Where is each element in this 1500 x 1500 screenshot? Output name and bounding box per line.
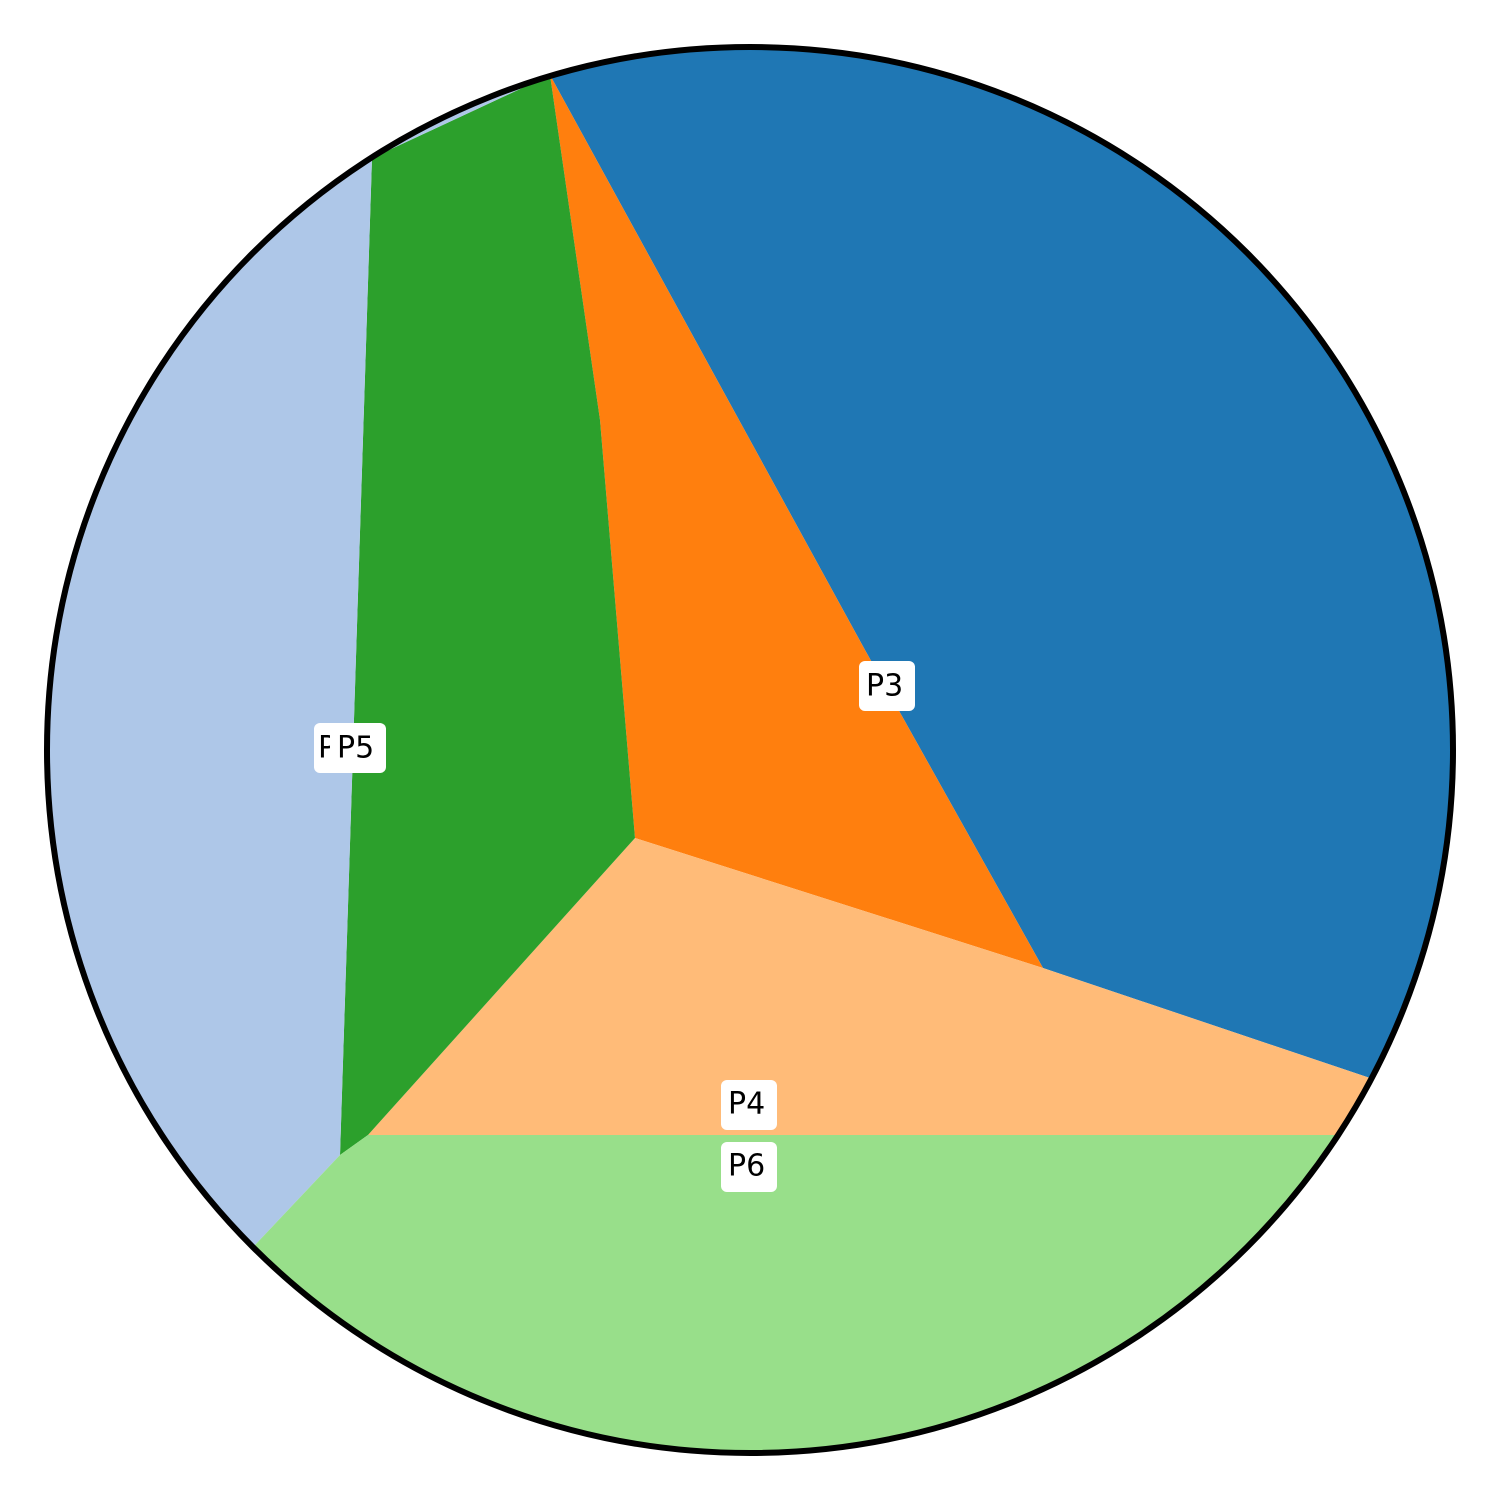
- region-label-p4: P4: [721, 1080, 777, 1130]
- label-text: P6: [728, 1149, 765, 1184]
- label-text: P4: [728, 1087, 765, 1122]
- region-label-p3: P3: [859, 661, 915, 711]
- region-label-p6: P6: [721, 1142, 777, 1192]
- region-light-orange: [368, 838, 1370, 1135]
- disk-outline: [44, 44, 1456, 1456]
- label-text: P3: [866, 669, 903, 704]
- region-green: [340, 75, 635, 1155]
- region-orange: [550, 75, 1043, 968]
- region-label-p5: P5: [330, 723, 386, 773]
- label-text: P5: [337, 731, 374, 766]
